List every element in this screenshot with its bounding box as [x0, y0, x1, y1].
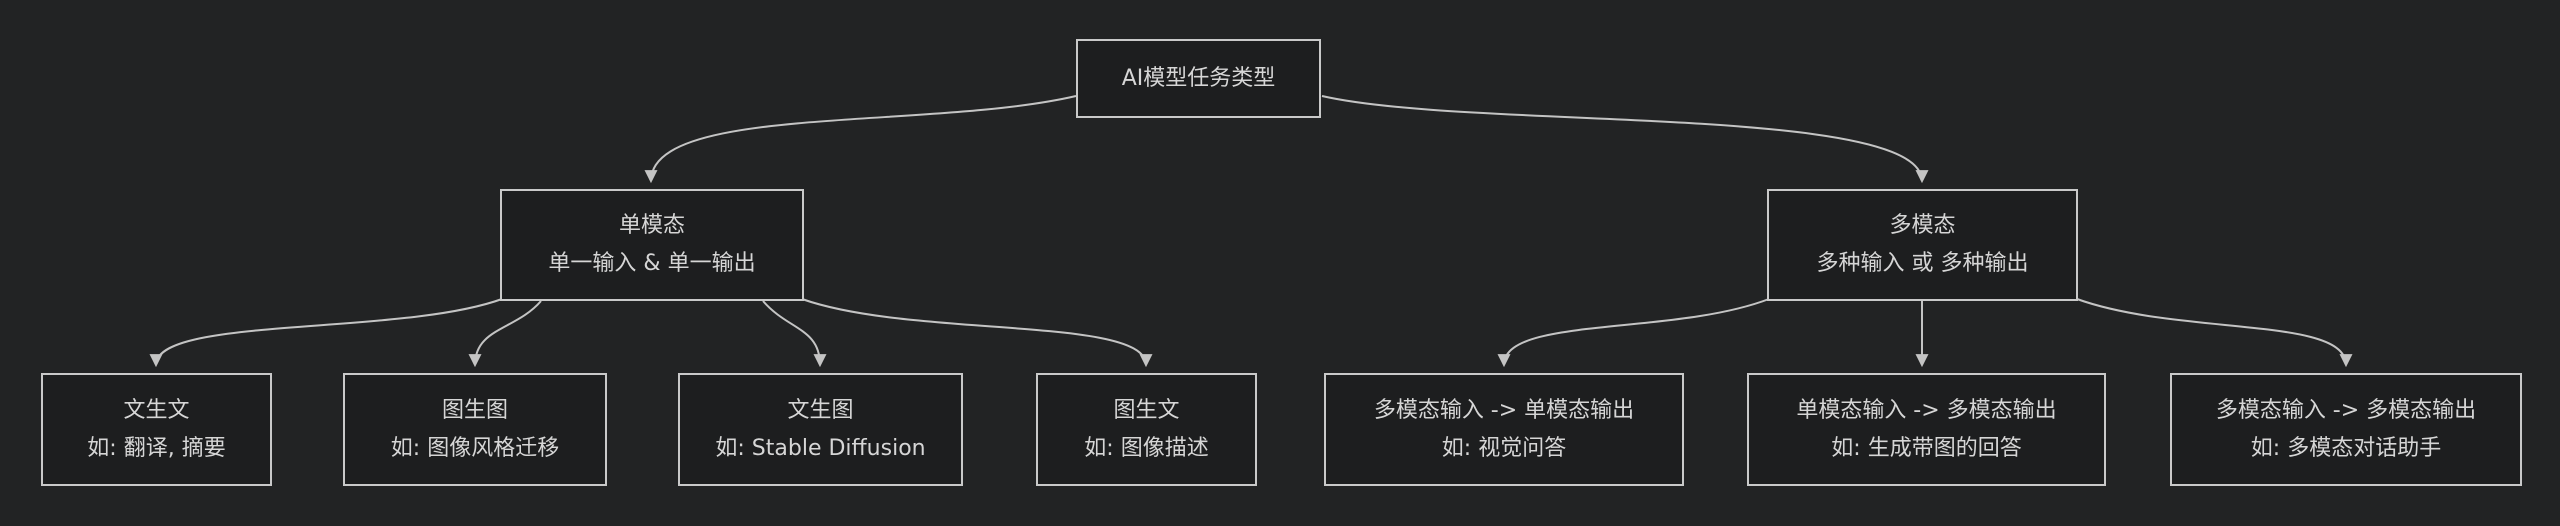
edge-single-to-text-to-text: [149, 298, 503, 368]
node-label: 单模态: [618, 213, 685, 238]
edge-single-to-image-to-image: [468, 300, 542, 368]
node-label: 多模态: [1889, 213, 1956, 238]
node-label: 图生文: [1113, 397, 1180, 423]
node-label: 单模态输入 -> 多模态输出: [1796, 397, 2057, 423]
node-single-input-multimodal-output: 单模态输入 -> 多模态输出 如: 生成带图的回答: [1747, 373, 2106, 486]
edge-single-to-image-to-text: [801, 298, 1153, 368]
node-sublabel: 如: 生成带图的回答: [1831, 435, 2022, 461]
node-multimodal-input-multimodal-output: 多模态输入 -> 多模态输出 如: 多模态对话助手: [2170, 373, 2522, 486]
node-text-to-image: 文生图 如: Stable Diffusion: [678, 373, 963, 486]
node-label: AI模型任务类型: [1121, 65, 1276, 91]
node-sublabel: 多种输入 或 多种输出: [1816, 251, 2029, 276]
node-single-modal: 单模态 单一输入 & 单一输出: [500, 189, 804, 301]
node-image-to-text: 图生文 如: 图像描述: [1036, 373, 1257, 486]
node-sublabel: 如: 翻译, 摘要: [87, 435, 226, 461]
node-label: 多模态输入 -> 多模态输出: [2215, 397, 2477, 423]
node-multimodal-input-single-output: 多模态输入 -> 单模态输出 如: 视觉问答: [1324, 373, 1684, 486]
edge-multi-to-multimodal-multimodal: [2076, 298, 2353, 368]
node-sublabel: 如: Stable Diffusion: [715, 435, 926, 461]
node-root: AI模型任务类型: [1076, 39, 1321, 118]
node-sublabel: 如: 视觉问答: [1441, 435, 1567, 461]
node-label: 多模态输入 -> 单模态输出: [1373, 397, 1635, 423]
node-label: 文生文: [123, 397, 190, 423]
node-label: 文生图: [787, 397, 854, 423]
node-sublabel: 单一输入 & 单一输出: [548, 251, 756, 276]
edge-root-to-multi-modal: [1321, 95, 1929, 184]
node-sublabel: 如: 图像描述: [1084, 435, 1209, 461]
node-image-to-image: 图生图 如: 图像风格迁移: [343, 373, 607, 486]
edge-single-to-text-to-image: [762, 300, 827, 368]
node-multi-modal: 多模态 多种输入 或 多种输出: [1767, 189, 2078, 301]
node-label: 图生图: [441, 397, 508, 423]
node-text-to-text: 文生文 如: 翻译, 摘要: [41, 373, 272, 486]
node-sublabel: 如: 图像风格迁移: [390, 435, 560, 461]
edge-root-to-single-modal: [644, 95, 1077, 184]
node-sublabel: 如: 多模态对话助手: [2250, 435, 2442, 461]
edge-multi-to-multimodal-single: [1497, 298, 1770, 368]
